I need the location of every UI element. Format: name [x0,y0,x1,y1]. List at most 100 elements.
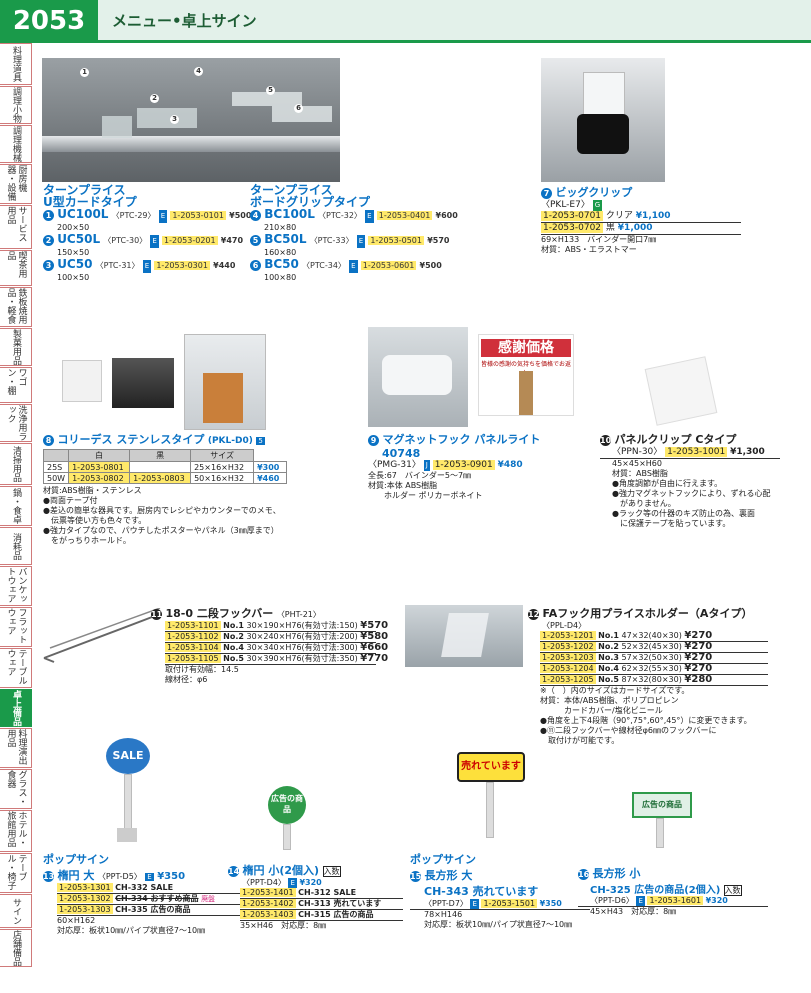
page-header [0,0,811,43]
magnet-hook-title: マグネットフック パネルライト [382,433,541,446]
sidebar-item-label: 喫茶用品 [5,251,27,278]
sidebar-item-label: 卓上備品 [11,690,21,726]
table-row: 1-2053-0701 クリア ¥1,100 [541,211,741,223]
sidebar-item-label: ワゴン・棚 [5,368,27,395]
product-row: 1 UC100L 〈PTC-29〉 E 1-2053-0101 ¥500 [43,208,253,223]
hook-bar-illustration [43,607,161,663]
pop-sign-oval-large-photo: SALE [103,738,153,848]
sidebar-item[interactable]: テーブルウェア [0,648,32,688]
sidebar-item-label: グラス・食器 [5,770,27,806]
sidebar-item-label: 店舗備品 [11,930,21,966]
hook-bar-photo [40,607,164,664]
product-name: UC100L [57,207,109,221]
sidebar-item[interactable]: サービス用品 [0,205,32,249]
section-board-grip: ターンプライス ボードグリップタイプ 4 BC100L 〈PTC-32〉 E 1… [250,184,465,283]
sidebar-item[interactable]: ワゴン・棚 [0,367,32,403]
sidebar-item[interactable]: 鍋・食卓 [0,486,32,526]
section-pop-sign-rect-small: 16 長方形 小 CH-325 広告の商品(2個入) 入数 〈PPT-D6〉 E… [578,865,768,917]
section-magnet-hook: 9 マグネットフック パネルライト 40748 〈PMG-31〉 J 1-205… [368,433,541,500]
product-row: 5 BC50L 〈PTC-33〉 E 1-2053-0501 ¥570 [250,233,465,248]
photo-label-4: 4 [194,67,203,76]
section-big-clip: 7 ビッグクリップ 〈PKL-E7〉 G 1-2053-0701 クリア ¥1,… [541,184,741,255]
product-name: UC50L [57,232,101,246]
sidebar-item[interactable]: 洗浄用ラック [0,404,32,442]
pop-sign-rect-large-photo: 売れています [455,752,525,848]
sidebar-item[interactable]: 調理小物 [0,86,32,124]
section-u-card: ターンプライス U型カードタイプ 1 UC100L 〈PTC-29〉 E 1-2… [43,183,253,283]
sidebar-item-label: 清掃用品 [11,446,21,482]
sidebar-item[interactable]: 料理演出用品 [0,728,32,768]
section-pop-sign-oval-small: 14 楕円 小(2個入) 入数 〈PPT-D4〉 E ¥320 1-2053-1… [228,862,403,931]
turn-price-photo: 1 2 3 4 5 6 [42,58,340,182]
u-card-items: 1 UC100L 〈PTC-29〉 E 1-2053-0101 ¥500 200… [43,208,253,283]
sidebar-item-label: 調理小物 [11,87,21,123]
table-row: 1-2053-1301 CH-332 SALE [57,883,243,894]
table-row: 1-2053-1203 No.3 57×32(50×30) ¥270 [540,653,768,664]
table-row: 1-2053-1402 CH-313 売れています [240,899,403,910]
product-row: 4 BC100L 〈PTC-32〉 E 1-2053-0401 ¥600 [250,208,465,223]
page-number: 2053 [0,0,98,43]
sidebar-item[interactable]: 厨房機器・設備 [0,164,32,204]
sidebar-item-label: サイン [11,897,21,925]
sidebar-item-label: 料理道具 [11,46,21,82]
sidebar-item-label: 調理機械 [11,126,21,162]
sidebar-item[interactable]: 店舗備品 [0,929,32,967]
table-row: 1-2053-1401 CH-312 SALE [240,888,403,899]
table-row: 1-2053-1205 No.5 87×32(80×30) ¥280 [540,675,768,686]
product-name: BC100L [264,207,315,221]
pop-sign-rect-small-photo: 広告の商品 [632,792,692,856]
big-clip-photo [541,58,665,182]
sidebar-item[interactable]: 製菓用品 [0,328,32,366]
photo-label-2: 2 [150,94,159,103]
table-row: 1-2053-1303 CH-335 広告の商品 [57,905,243,916]
sidebar-item-label: テーブル・椅子 [5,854,27,890]
photo-label-3: 3 [170,115,179,124]
sidebar-item[interactable]: サイン [0,894,32,928]
big-clip-title: ビッグクリップ [555,186,633,199]
sidebar-item[interactable]: 喫茶用品 [0,250,32,286]
sidebar-item[interactable]: ホテル・旅館用品 [0,810,32,852]
sidebar-item[interactable]: 卓上備品 [0,689,32,727]
sidebar-item[interactable]: テーブル・椅子 [0,853,32,893]
magnet-hook-sign-photo: 感謝価格 皆様の感謝の気持ちを価格でお返し [478,334,574,416]
table-row: 1-2053-1302 CH-334 おすすめ商品 廃盤 [57,894,243,905]
table-row: 1-2053-1101 No.1 30×190×H76(有効寸法:150) ¥5… [165,620,389,632]
sidebar-item[interactable]: 調理機械 [0,125,32,163]
hook-bar-title: 18-0 二段フックバー [165,607,274,620]
sidebar-item[interactable]: 消耗品 [0,527,32,565]
sidebar-item[interactable]: 料理道具 [0,43,32,85]
sidebar-item[interactable]: バンケットウェア [0,566,32,606]
section-pop-sign-oval-large: ポップサイン 13 楕円 大 〈PPT-D5〉 E ¥350 1-2053-13… [43,851,243,936]
sidebar-item-label: 製菓用品 [11,329,21,365]
sidebar-item[interactable]: 清掃用品 [0,443,32,485]
photo-label-5: 5 [266,86,275,95]
panel-clip-title: パネルクリップ Cタイプ [614,433,737,446]
sidebar-item-label: 厨房機器・設備 [5,165,27,201]
page-title: メニュー•卓上サイン [112,12,257,30]
sidebar-item[interactable]: グラス・食器 [0,769,32,809]
fa-hook-holder-title: FAフック用プライスホルダー（Aタイプ） [542,607,753,620]
product-name: BC50L [264,232,307,246]
sidebar-item[interactable]: フラットウェア [0,607,32,647]
sidebar-item-label: 消耗品 [11,532,21,560]
sidebar-item[interactable]: 鉄板焼用品・軽食 [0,287,32,327]
sidebar-item-label: 洗浄用ラック [5,405,27,441]
table-row: 1-2053-1403 CH-315 広告の商品 [240,910,403,921]
magnet-hook-photo [368,327,468,427]
table-row: 1-2053-1201 No.1 47×32(40×30) ¥270 [540,631,768,642]
product-name: BC50 [264,257,299,271]
sidebar-item-label: 鍋・食卓 [11,488,21,524]
pop-sign-oval-small-photo: 広告の商品 [262,786,312,858]
product-row: 6 BC50 〈PTC-34〉 E 1-2053-0601 ¥500 [250,258,465,273]
product-row: 2 UC50L 〈PTC-30〉 E 1-2053-0201 ¥470 [43,233,253,248]
coridace-black-photo [112,358,174,408]
sidebar-item-label: テーブルウェア [5,649,27,685]
section-hook-bar: 11 18-0 二段フックバー 〈PHT-21〉 1-2053-1101 No.… [151,607,389,684]
board-grip-items: 4 BC100L 〈PTC-32〉 E 1-2053-0401 ¥600 210… [250,208,465,283]
sidebar-item-label: 鉄板焼用品・軽食 [5,288,27,324]
rect-small-title: 長方形 小 [592,867,641,880]
